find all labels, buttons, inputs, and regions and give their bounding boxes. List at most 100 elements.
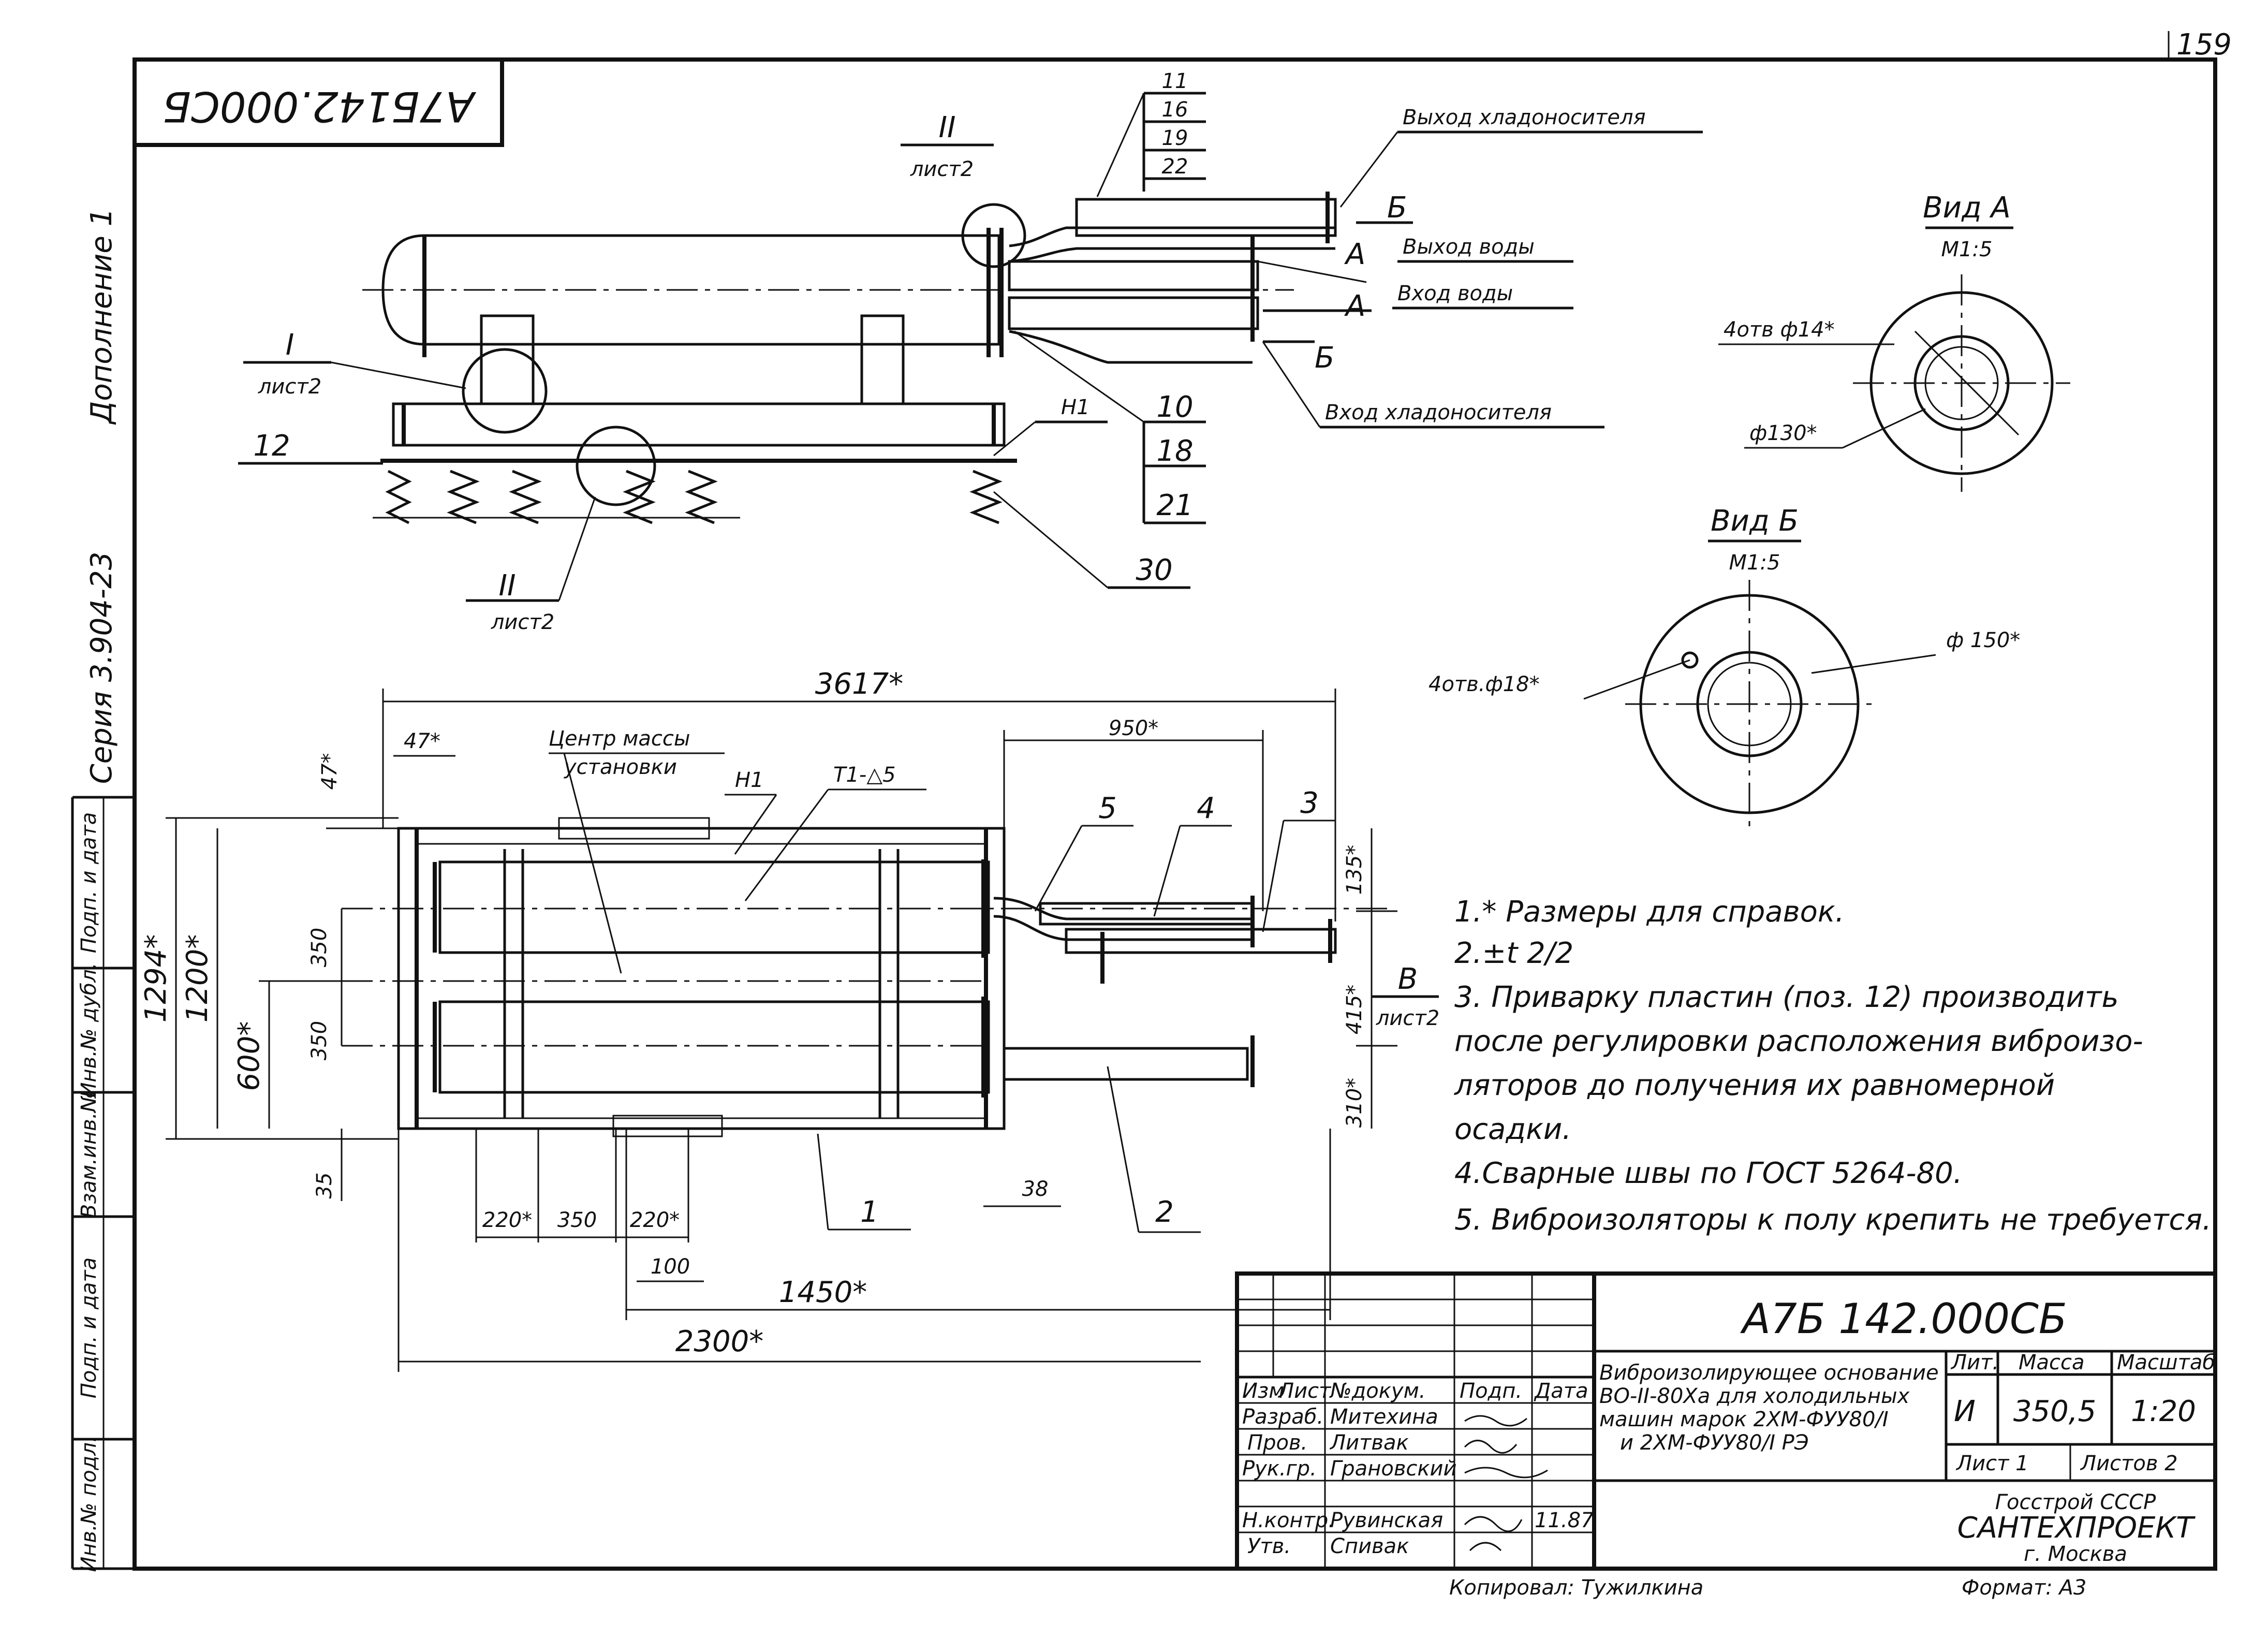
ref-I-sheet: лист2	[258, 375, 321, 399]
view-B-scale: М1:5	[1729, 551, 1780, 575]
tb-desc-3: машин марок 2ХМ-ФУУ80/I	[1599, 1408, 1889, 1431]
tb-code: А7Б 142.000СБ	[1740, 1295, 2067, 1343]
note-3-cont-2: ляторов до получения их равномерной	[1454, 1069, 2055, 1102]
side-cell-3: Взам.инв.№	[77, 1091, 101, 1218]
ref-II-bottom-sheet: лист2	[491, 610, 554, 634]
tb-org-2: САНТЕХПРОЕКТ	[1957, 1511, 2196, 1545]
dim-1200: 1200*	[181, 934, 214, 1023]
ref-I-numeral: I	[286, 328, 294, 362]
tb-mass-value: 350,5	[2013, 1395, 2096, 1428]
outlet-coolant-label: Выход хладоносителя	[1403, 106, 1646, 129]
center-mass-2: установки	[564, 755, 677, 779]
tb-name-2: Литвак	[1329, 1431, 1409, 1455]
stack-bottom-21: 21	[1156, 489, 1193, 522]
tb-name-1: Митехина	[1330, 1405, 1438, 1429]
note-3: 3. Приварку пластин (поз. 12) производит…	[1454, 981, 2118, 1014]
view-B-holes: 4отв.ф18*	[1428, 672, 1540, 696]
pos-5: 5	[1098, 792, 1117, 825]
stack-top-19: 19	[1162, 126, 1188, 150]
pos-2: 2	[1155, 1195, 1174, 1229]
arrow-B-top: Б	[1387, 191, 1407, 225]
position-stack-bottom	[1014, 330, 1206, 524]
dim-220-a: 220*	[482, 1208, 532, 1232]
view-B	[1625, 580, 1874, 828]
tb-col-lit: Лит.	[1950, 1351, 1999, 1374]
note-5: 5. Виброизоляторы к полу крепить не треб…	[1454, 1203, 2212, 1237]
dim-3617: 3617*	[815, 667, 904, 701]
dim-220-b: 220*	[630, 1208, 680, 1232]
arrow-A-1: А	[1344, 238, 1365, 271]
tb-role-2: Пров.	[1247, 1431, 1307, 1455]
stamp-code: А7Б142.000СБ	[163, 82, 477, 130]
view-A-diameter: ф130*	[1749, 421, 1817, 445]
dim-38: 38	[1022, 1177, 1049, 1201]
tb-name-5: Спивак	[1330, 1534, 1409, 1558]
dim-135: 135*	[1343, 845, 1366, 895]
arrow-A-2: А	[1344, 289, 1365, 323]
front-view	[362, 192, 1337, 524]
tb-lit-value: И	[1954, 1395, 1976, 1428]
side-series: Серия 3.904-23	[85, 552, 119, 784]
tb-role-1: Разраб.	[1242, 1405, 1323, 1429]
tb-role-5: Утв.	[1247, 1534, 1291, 1558]
stamp-box: А7Б142.000СБ	[132, 57, 504, 147]
dim-1450: 1450*	[779, 1276, 867, 1309]
pos-H1-plan: Н1	[735, 768, 764, 792]
side-cell-1: Подп. и дата	[77, 812, 101, 953]
position-stack-top	[1096, 92, 1206, 197]
pos-30: 30	[1136, 553, 1172, 587]
stack-bottom-18: 18	[1156, 434, 1193, 468]
note-4: 4.Сварные швы по ГОСТ 5264-80.	[1454, 1157, 1963, 1190]
dim-47-left: 47*	[318, 753, 342, 790]
view-B-letter: В	[1398, 962, 1418, 996]
view-A-holes: 4отв ф14*	[1724, 318, 1835, 342]
tb-head-doc: №докум.	[1329, 1379, 1425, 1403]
tb-head-list: Лист	[1277, 1379, 1332, 1403]
note-1: 1.* Размеры для справок.	[1454, 895, 1845, 929]
plan-view	[342, 817, 1392, 1137]
note-2: 2.±t 2/2	[1454, 937, 1573, 970]
dim-47-top: 47*	[404, 729, 440, 753]
ref-II-bottom-numeral: II	[498, 569, 516, 603]
dim-950: 950*	[1109, 716, 1158, 740]
ref-II-top-numeral: II	[938, 111, 955, 144]
side-cell-2: Инв.№ дубл.	[77, 963, 101, 1098]
pos-3: 3	[1300, 786, 1319, 820]
tb-scale-value: 1:20	[2131, 1395, 2196, 1428]
note-3-cont-1: после регулировки расположения виброизо-	[1454, 1025, 2143, 1058]
dim-350-a: 350	[307, 928, 331, 967]
pos-12: 12	[253, 429, 290, 463]
pos-H1-top: Н1	[1061, 396, 1090, 419]
tb-sheets: Листов 2	[2080, 1452, 2178, 1475]
view-B-diameter: ф 150*	[1946, 628, 2020, 652]
tb-role-3: Рук.гр.	[1242, 1457, 1317, 1481]
tb-name-3: Грановский	[1330, 1457, 1457, 1481]
dim-350-c: 350	[557, 1208, 597, 1232]
sheet-frame	[71, 57, 2217, 1571]
dim-350-b: 350	[307, 1021, 331, 1060]
pos-1: 1	[860, 1195, 879, 1229]
tb-date: 11.87	[1535, 1509, 1594, 1532]
tb-org-1: Госстрой СССР	[1995, 1490, 2156, 1514]
signature-scribbles	[1464, 1415, 1548, 1552]
tb-desc-1: Виброизолирующее основание	[1599, 1361, 1939, 1385]
tb-head-date: Дата	[1534, 1379, 1588, 1403]
dim-415: 415*	[1343, 985, 1366, 1034]
pos-4: 4	[1197, 792, 1215, 825]
weld-mark: Т1-△5	[833, 763, 896, 787]
stack-top-11: 11	[1162, 69, 1188, 93]
view-A-title: Вид А	[1923, 191, 2011, 225]
title-block	[1235, 1271, 2217, 1571]
note-3-cont-3: осадки.	[1454, 1113, 1571, 1146]
tb-desc-2: ВО-II-80Ха для холодильных	[1599, 1384, 1910, 1408]
dim-35: 35	[313, 1173, 336, 1199]
arrow-B-bottom: Б	[1315, 341, 1334, 375]
tb-role-4: Н.контр.	[1242, 1509, 1335, 1532]
side-cell-5: Инв.№ подл.	[77, 1436, 101, 1572]
side-cell-4: Подп. и дата	[77, 1257, 101, 1398]
tb-copied: Копировал: Тужилкина	[1449, 1576, 1703, 1600]
view-A-scale: М1:5	[1941, 238, 1993, 261]
dim-1294: 1294*	[139, 934, 173, 1023]
tb-org-3: г. Москва	[2024, 1542, 2127, 1566]
